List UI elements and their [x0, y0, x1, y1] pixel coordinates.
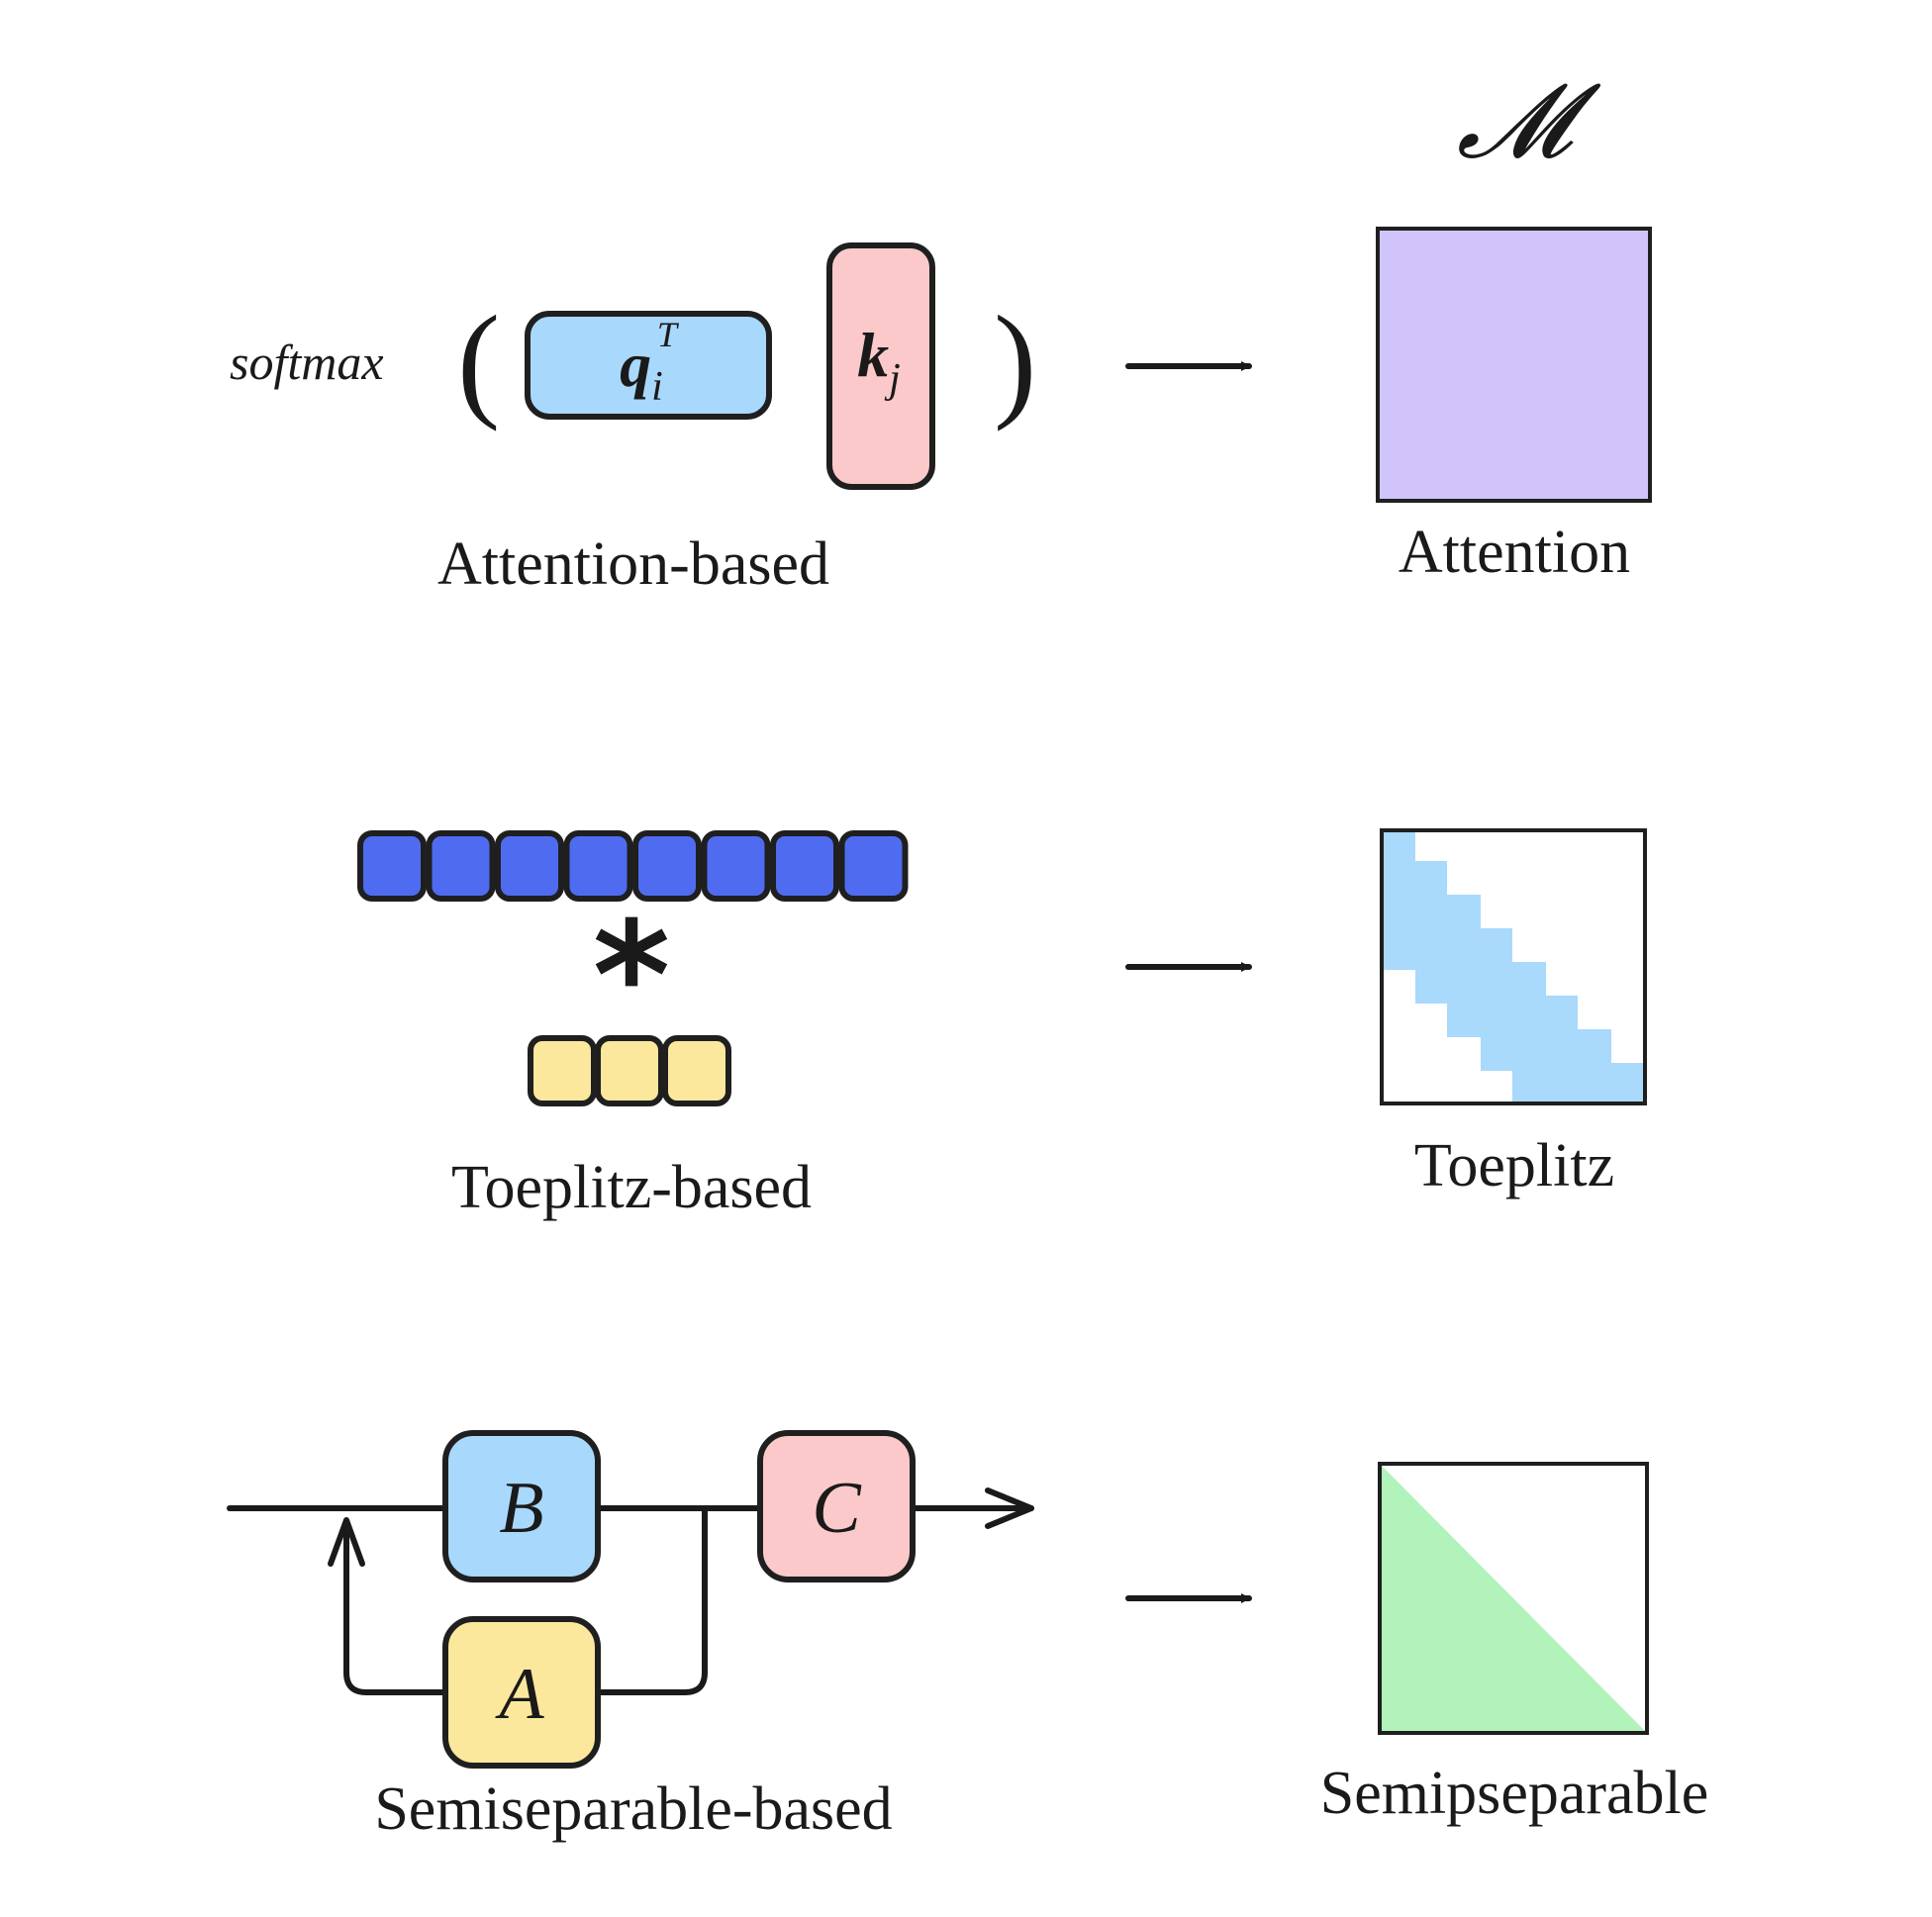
kernel-cell — [563, 830, 633, 902]
kernel-cell — [495, 830, 564, 902]
c-block — [757, 1430, 916, 1582]
toeplitz-row: * Toeplitz-based Toeplitz — [357, 828, 1647, 1221]
filter-cell — [528, 1035, 597, 1106]
kernel-cell — [632, 830, 702, 902]
convolution-symbol: * — [593, 891, 670, 1063]
attention-caption: Attention — [1399, 519, 1630, 586]
kernel-cell — [357, 830, 427, 902]
query-vector — [525, 311, 772, 420]
kernel-cell — [770, 830, 839, 902]
semiseparable-row: B C A Semiseparable-based Semipseparable — [227, 1430, 1709, 1843]
matrix-symbol-label: 𝓜 — [1457, 65, 1601, 179]
c-block-label: C — [812, 1468, 862, 1549]
toeplitz-matrix-border — [1380, 828, 1647, 1105]
kernel-cell — [838, 830, 909, 902]
filter-cell — [595, 1035, 664, 1106]
a-block — [442, 1616, 601, 1769]
feedback-right-line — [595, 1505, 708, 1695]
feedback-arrowhead — [328, 1517, 365, 1567]
semiseparable-lower-triangle — [1380, 1464, 1647, 1733]
b-block-label: B — [499, 1468, 543, 1549]
a-block-label: A — [494, 1654, 544, 1735]
formula-left-paren: ( — [457, 290, 500, 432]
filter-cell — [662, 1035, 731, 1106]
key-vector — [826, 242, 935, 490]
semiseparable-matrix-border — [1378, 1462, 1649, 1735]
toeplitz-band — [1382, 830, 1645, 1103]
kernel-cell — [701, 830, 771, 902]
formula-right-paren: ) — [994, 290, 1036, 432]
output-arrowhead — [985, 1487, 1034, 1529]
attention-matrix — [1376, 227, 1652, 503]
feedback-left-line — [343, 1521, 448, 1695]
attention-row: softmax ( qiT kj ) Attention-based Atten… — [230, 227, 1652, 598]
toeplitz-caption: Toeplitz — [1414, 1132, 1614, 1199]
kernel-cell — [426, 830, 496, 902]
softmax-label: softmax — [230, 335, 384, 390]
query-vector-label: qiT — [620, 315, 680, 410]
toeplitz-based-caption: Toeplitz-based — [451, 1154, 812, 1221]
key-vector-label: kj — [857, 320, 901, 402]
attention-based-caption: Attention-based — [437, 530, 829, 598]
b-block — [442, 1430, 601, 1582]
long-kernel — [357, 830, 909, 902]
semipseparable-caption: Semipseparable — [1320, 1760, 1709, 1827]
short-filter — [528, 1035, 731, 1106]
semiseparable-based-caption: Semiseparable-based — [374, 1775, 892, 1843]
